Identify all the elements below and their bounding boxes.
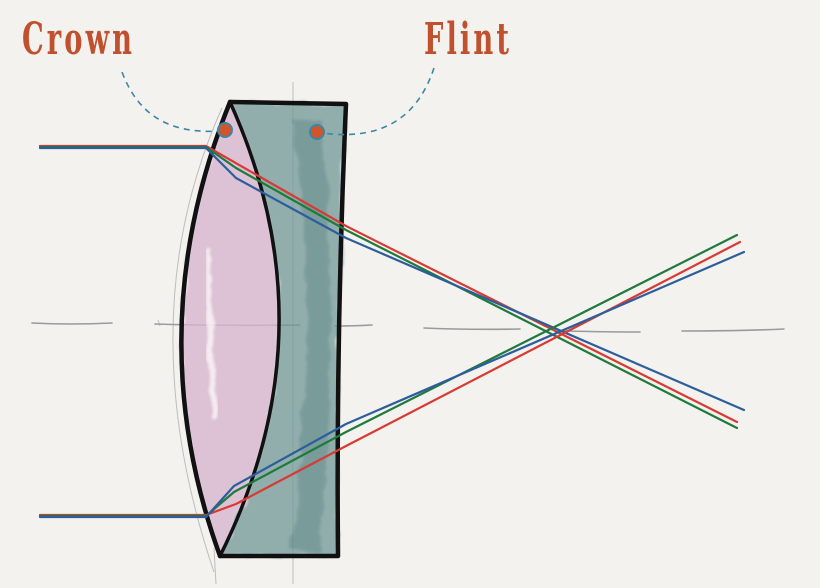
ray-red-top — [38, 144, 739, 424]
flint-leader-line — [321, 67, 435, 136]
ray-blue-top — [38, 146, 746, 412]
ray-blue-bottom — [38, 250, 746, 519]
markers — [217, 122, 325, 140]
optical-axis — [31, 322, 785, 333]
crown-marker — [217, 122, 233, 138]
flint-label: Flint — [424, 14, 513, 65]
leader-lines — [121, 67, 435, 136]
crown-lens-element — [179, 99, 281, 559]
crown-leader-line — [121, 71, 223, 133]
ray-red-bottom — [38, 240, 742, 517]
flint-marker — [309, 124, 325, 140]
crown-label: Crown — [22, 14, 136, 65]
light-rays — [38, 144, 746, 519]
